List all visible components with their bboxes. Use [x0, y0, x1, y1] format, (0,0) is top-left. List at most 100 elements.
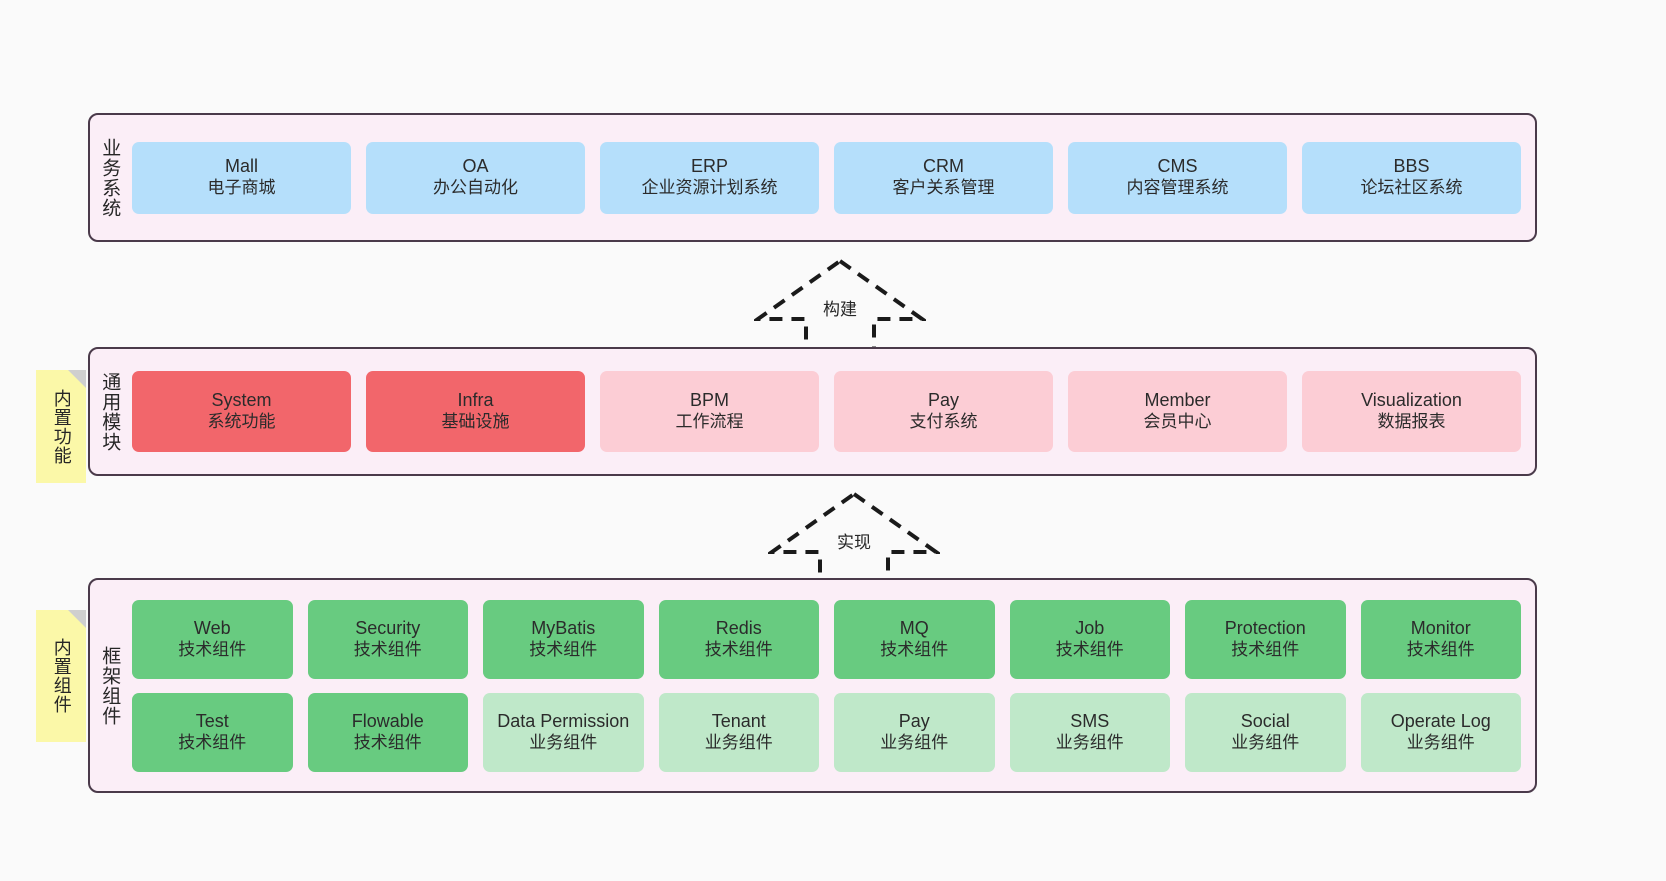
node-title-cn: 技术组件 [353, 732, 422, 752]
node-monitor[interactable]: Monitor 技术组件 [1360, 599, 1521, 679]
node-title-cn: 业务组件 [704, 732, 773, 752]
node-title-cn: 业务组件 [529, 732, 598, 752]
node-title-en: Test [195, 710, 229, 731]
node-title-en: SMS [1070, 710, 1110, 731]
node-title-cn: 技术组件 [1406, 639, 1475, 659]
node-data-permission[interactable]: Data Permission 业务组件 [483, 692, 644, 772]
node-title-en: Pay [927, 390, 960, 411]
node-pay-business[interactable]: Pay 业务组件 [834, 692, 995, 772]
node-title-en: BBS [1393, 156, 1430, 177]
cell-row: Web 技术组件 Security 技术组件 MyBatis 技术组件 Redi… [132, 599, 1521, 679]
node-redis[interactable]: Redis 技术组件 [658, 599, 819, 679]
layer-body-business-systems: Mall 电子商城 OA 办公自动化 ERP 企业资源计划系统 CRM 客户关系… [128, 115, 1535, 240]
node-test[interactable]: Test 技术组件 [132, 692, 293, 772]
node-title-en: Infra [457, 390, 494, 411]
layer-title-common-modules: 通用模块 [99, 371, 121, 452]
node-pay[interactable]: Pay 支付系统 [834, 371, 1053, 452]
node-infra[interactable]: Infra 基础设施 [366, 371, 585, 452]
cell-row: Mall 电子商城 OA 办公自动化 ERP 企业资源计划系统 CRM 客户关系… [132, 141, 1521, 214]
node-title-en: Social [1240, 710, 1290, 731]
node-sms[interactable]: SMS 业务组件 [1009, 692, 1170, 772]
node-title-en: Redis [715, 617, 762, 638]
node-title-cn: 系统功能 [207, 412, 276, 432]
node-title-cn: 电子商城 [207, 178, 276, 198]
node-title-en: Tenant [711, 710, 766, 731]
layer-body-common-modules: System 系统功能 Infra 基础设施 BPM 工作流程 Pay 支付系统… [128, 349, 1535, 474]
node-mq[interactable]: MQ 技术组件 [834, 599, 995, 679]
cell-row: System 系统功能 Infra 基础设施 BPM 工作流程 Pay 支付系统… [132, 371, 1521, 452]
connector-implement: 实现 [768, 490, 940, 590]
node-title-cn: 内容管理系统 [1126, 178, 1229, 198]
node-title-cn: 业务组件 [880, 732, 949, 752]
node-operate-log[interactable]: Operate Log 业务组件 [1360, 692, 1521, 772]
node-title-en: Member [1144, 390, 1211, 411]
node-title-cn: 数据报表 [1377, 412, 1446, 432]
node-title-en: BPM [689, 390, 729, 411]
node-title-cn: 技术组件 [178, 732, 247, 752]
node-title-cn: 办公自动化 [433, 178, 518, 198]
node-title-cn: 业务组件 [1406, 732, 1475, 752]
node-title-en: Mall [224, 156, 258, 177]
node-erp[interactable]: ERP 企业资源计划系统 [600, 141, 819, 214]
layer-title-business-systems: 业务系统 [99, 137, 121, 218]
layer-framework-components: 框架组件 Web 技术组件 Security 技术组件 MyBatis 技术组件… [88, 578, 1537, 793]
node-security[interactable]: Security 技术组件 [307, 599, 468, 679]
layer-business-systems: 业务系统 Mall 电子商城 OA 办公自动化 ERP 企业资源计划系统 CRM [88, 113, 1537, 242]
layer-common-modules: 通用模块 System 系统功能 Infra 基础设施 BPM 工作流程 Pay [88, 347, 1537, 476]
node-protection[interactable]: Protection 技术组件 [1185, 599, 1346, 679]
node-title-cn: 技术组件 [704, 639, 773, 659]
node-title-cn: 技术组件 [529, 639, 598, 659]
node-title-en: Job [1075, 617, 1105, 638]
node-job[interactable]: Job 技术组件 [1009, 599, 1170, 679]
node-oa[interactable]: OA 办公自动化 [366, 141, 585, 214]
layer-body-framework-components: Web 技术组件 Security 技术组件 MyBatis 技术组件 Redi… [128, 580, 1535, 791]
node-bbs[interactable]: BBS 论坛社区系统 [1302, 141, 1521, 214]
node-title-en: MQ [899, 617, 929, 638]
node-title-en: Data Permission [497, 710, 630, 731]
node-member[interactable]: Member 会员中心 [1068, 371, 1287, 452]
node-mall[interactable]: Mall 电子商城 [132, 141, 351, 214]
connector-build: 构建 [754, 257, 926, 357]
node-title-cn: 技术组件 [1231, 639, 1300, 659]
node-bpm[interactable]: BPM 工作流程 [600, 371, 819, 452]
node-title-cn: 会员中心 [1143, 412, 1212, 432]
layer-title-framework-components: 框架组件 [99, 645, 121, 726]
sticky-note-label: 内置功能 [51, 388, 72, 465]
node-crm[interactable]: CRM 客户关系管理 [834, 141, 1053, 214]
node-title-en: Monitor [1410, 617, 1471, 638]
node-title-en: Pay [898, 710, 930, 731]
node-social[interactable]: Social 业务组件 [1185, 692, 1346, 772]
node-title-en: Operate Log [1390, 710, 1491, 731]
node-title-en: MyBatis [531, 617, 596, 638]
node-title-cn: 业务组件 [1055, 732, 1124, 752]
node-title-cn: 支付系统 [909, 412, 978, 432]
node-title-en: Visualization [1361, 390, 1462, 411]
node-web[interactable]: Web 技术组件 [132, 599, 293, 679]
node-flowable[interactable]: Flowable 技术组件 [307, 692, 468, 772]
node-title-en: ERP [690, 156, 728, 177]
node-system[interactable]: System 系统功能 [132, 371, 351, 452]
cell-row: Test 技术组件 Flowable 技术组件 Data Permission … [132, 692, 1521, 772]
node-title-cn: 技术组件 [1055, 639, 1124, 659]
node-title-en: CRM [923, 156, 964, 177]
node-title-en: System [211, 390, 272, 411]
node-tenant[interactable]: Tenant 业务组件 [658, 692, 819, 772]
sticky-note-builtin-components: 内置组件 [36, 610, 86, 742]
node-title-en: Flowable [351, 710, 424, 731]
node-title-cn: 论坛社区系统 [1360, 178, 1463, 198]
node-title-cn: 技术组件 [178, 639, 247, 659]
node-title-cn: 企业资源计划系统 [641, 178, 778, 198]
node-visualization[interactable]: Visualization 数据报表 [1302, 371, 1521, 452]
node-title-cn: 技术组件 [353, 639, 422, 659]
sticky-note-label: 内置组件 [51, 638, 72, 714]
node-title-en: Security [355, 617, 421, 638]
node-title-en: Protection [1224, 617, 1306, 638]
node-title-en: OA [462, 156, 489, 177]
connector-label-build: 构建 [823, 300, 857, 319]
node-cms[interactable]: CMS 内容管理系统 [1068, 141, 1287, 214]
node-mybatis[interactable]: MyBatis 技术组件 [483, 599, 644, 679]
node-title-en: Web [193, 617, 231, 638]
sticky-note-builtin-functions: 内置功能 [36, 370, 86, 483]
connector-label-implement: 实现 [837, 533, 871, 552]
